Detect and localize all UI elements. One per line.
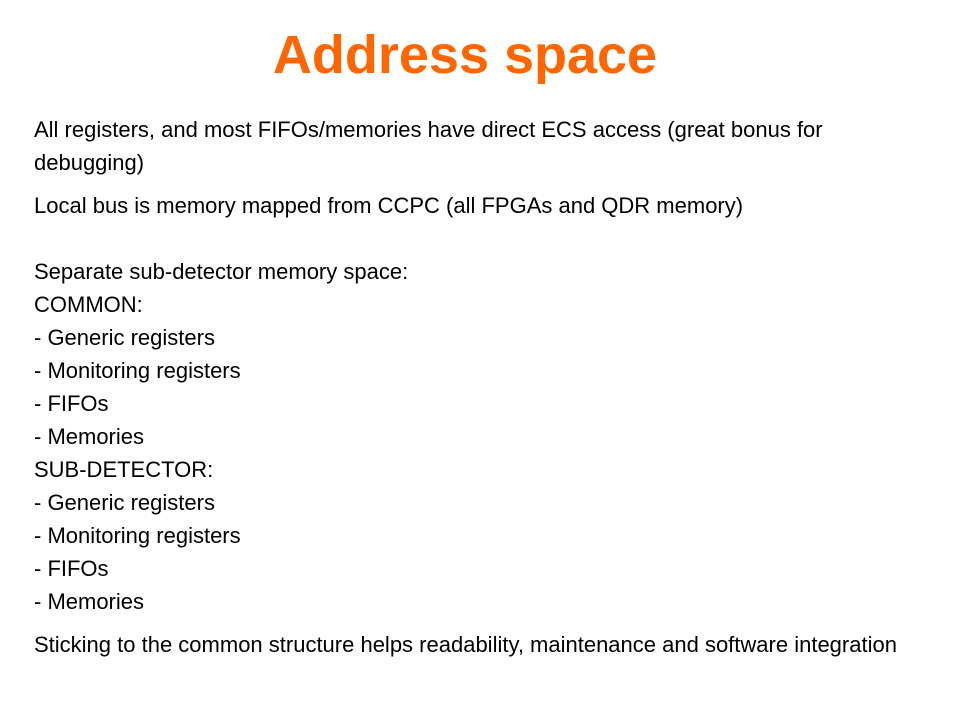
slide-title: Address space <box>272 25 658 85</box>
list-line: - Generic registers <box>34 325 215 350</box>
list-line: SUB-DETECTOR: <box>34 457 214 482</box>
paragraph-ecs-access: All registers, and most FIFOs/memories h… <box>34 117 823 175</box>
list-line: - Monitoring registers <box>34 358 241 383</box>
memory-space-list: Separate sub-detector memory space: COMM… <box>34 255 914 618</box>
list-line: - Generic registers <box>34 490 215 515</box>
paragraph-local-bus: Local bus is memory mapped from CCPC (al… <box>34 193 744 218</box>
list-line: - Memories <box>34 424 145 449</box>
list-line: - Monitoring registers <box>34 523 241 548</box>
slide-body: All registers, and most FIFOs/memories h… <box>34 113 914 661</box>
list-line: COMMON: <box>34 292 143 317</box>
list-line: - FIFOs <box>34 391 109 416</box>
list-line: - Memories <box>34 589 145 614</box>
blank-line <box>34 222 914 255</box>
paragraph-common-structure: Sticking to the common structure helps r… <box>34 632 897 657</box>
list-line: Separate sub-detector memory space: <box>34 259 409 284</box>
list-line: - FIFOs <box>34 556 109 581</box>
